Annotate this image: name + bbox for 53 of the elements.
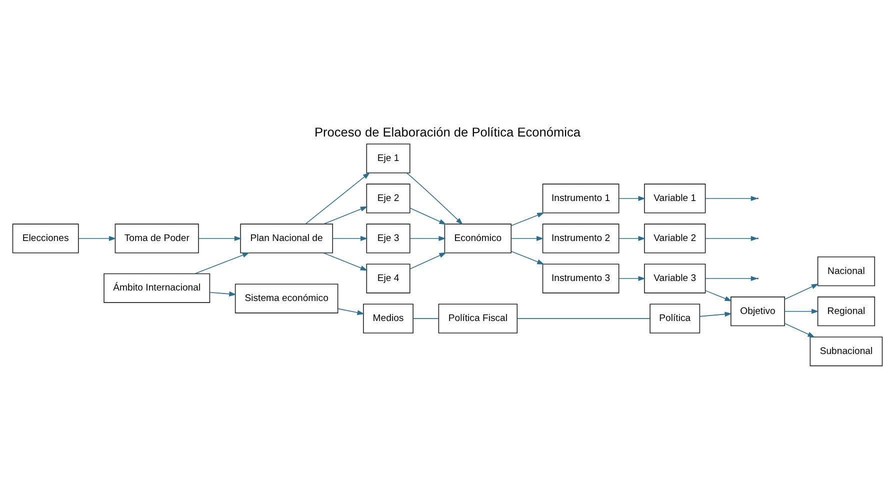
node-box: Instrumento 3 xyxy=(542,264,620,294)
arrow xyxy=(323,252,368,271)
arrow xyxy=(305,172,370,224)
arrow xyxy=(323,206,368,224)
node-box: Nacional xyxy=(817,256,876,286)
node-box: Objetivo xyxy=(730,296,785,326)
node-box: Sistema económico xyxy=(234,284,338,314)
arrow xyxy=(510,236,544,242)
arrow xyxy=(784,322,815,338)
node-box: Variable 1 xyxy=(644,184,706,214)
arrow xyxy=(332,236,368,242)
connector xyxy=(516,318,650,319)
arrow xyxy=(410,252,446,270)
node-box: Instrumento 1 xyxy=(542,184,620,214)
node-box: Subnacional xyxy=(810,336,883,366)
arrow xyxy=(410,208,446,225)
arrow xyxy=(338,308,364,316)
arrow xyxy=(705,236,758,242)
arrow xyxy=(705,196,758,201)
arrow xyxy=(510,250,544,264)
node-box: Eje 1 xyxy=(366,144,410,174)
arrow xyxy=(705,290,732,302)
node-box: Eje 3 xyxy=(366,224,410,254)
connector xyxy=(412,318,439,319)
arrow xyxy=(618,196,646,201)
node-box: Variable 3 xyxy=(644,264,706,294)
node-box: Eje 4 xyxy=(366,264,410,294)
arrow xyxy=(618,276,646,282)
arrow xyxy=(406,172,463,225)
node-box: Ámbito Internacional xyxy=(104,273,210,303)
node-box: Medios xyxy=(363,304,414,334)
node-box: Plan Nacional de xyxy=(240,224,333,254)
arrow xyxy=(705,276,758,282)
node-box: Instrumento 2 xyxy=(542,224,620,254)
arrow xyxy=(78,236,116,242)
arrow xyxy=(784,308,819,314)
arrow xyxy=(510,212,544,226)
arrow xyxy=(410,236,446,242)
node-box: Variable 2 xyxy=(644,224,706,254)
node-box: Eje 2 xyxy=(366,184,410,214)
arrow xyxy=(618,236,646,242)
arrow xyxy=(784,284,819,300)
node-box: Toma de Poder xyxy=(114,224,199,254)
node-box: Económico xyxy=(444,224,512,254)
diagram-title: Proceso de Elaboración de Política Económica xyxy=(314,124,581,140)
node-box: Regional xyxy=(817,296,876,326)
arrow xyxy=(209,291,236,296)
node-box: Política Fiscal xyxy=(438,304,518,334)
node-box: Política xyxy=(650,304,700,334)
arrow xyxy=(194,252,250,274)
arrow xyxy=(699,312,732,317)
node-box: Elecciones xyxy=(12,224,79,254)
arrow xyxy=(198,236,242,242)
